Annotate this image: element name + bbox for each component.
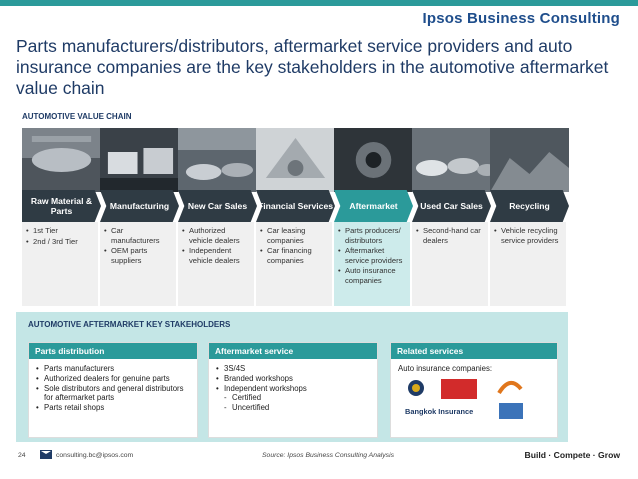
- page-title: Parts manufacturers/distributors, afterm…: [16, 36, 609, 98]
- top-accent-bar: [0, 0, 638, 6]
- panel-header: Aftermarket service: [209, 343, 377, 359]
- stage-details: Second-hand car dealers: [412, 222, 488, 306]
- stage-aftermarket: Aftermarket Parts producers/ distributor…: [334, 128, 413, 308]
- stage-item: Parts producers/ distributors: [338, 226, 406, 245]
- insurer-logo-swirl: [497, 379, 523, 397]
- insurer-logo-crest: [405, 379, 427, 397]
- stage-label: Used Car Sales: [412, 190, 491, 222]
- stage-label: Manufacturing: [100, 190, 179, 222]
- mail-icon: [40, 450, 52, 459]
- stage-item: Authorized vehicle dealers: [182, 226, 250, 245]
- stage-details: Car leasing companies Car financing comp…: [256, 222, 332, 306]
- stage-new-car-sales: New Car Sales Authorized vehicle dealers…: [178, 128, 257, 308]
- source-note: Source: Ipsos Business Consulting Analys…: [262, 452, 394, 459]
- stage-item: Car financing companies: [260, 246, 328, 265]
- stage-used-car-sales: Used Car Sales Second-hand car dealers: [412, 128, 491, 308]
- stage-item: Vehicle recycling service providers: [494, 226, 562, 245]
- stage-photo: [490, 128, 569, 192]
- panel-subitem: Certified: [216, 393, 370, 403]
- stage-label: Recycling: [490, 190, 569, 222]
- panel-related-services: Related services Auto insurance companie…: [390, 342, 558, 438]
- stage-photo: [256, 128, 335, 192]
- stage-label: Financial Services: [256, 190, 335, 222]
- panel-header: Related services: [391, 343, 557, 359]
- stage-details: Parts producers/ distributors Aftermarke…: [334, 222, 410, 306]
- stakeholders-title: AUTOMOTIVE AFTERMARKET KEY STAKEHOLDERS: [28, 320, 231, 329]
- insurer-logos: Bangkok Insurance: [405, 379, 545, 435]
- stage-label: Raw Material & Parts: [22, 190, 101, 222]
- stage-details: Vehicle recycling service providers: [490, 222, 566, 306]
- stage-details: 1st Tier 2nd / 3rd Tier: [22, 222, 98, 306]
- bangkok-insurance-logo: Bangkok Insurance: [405, 407, 485, 421]
- stage-photo: [178, 128, 257, 192]
- stage-item: Car manufacturers: [104, 226, 172, 245]
- panel-item: Authorized dealers for genuine parts: [36, 374, 190, 384]
- stage-item: Aftermarket service providers: [338, 246, 406, 265]
- stage-financial-services: Financial Services Car leasing companies…: [256, 128, 335, 308]
- value-chain: Raw Material & Parts 1st Tier 2nd / 3rd …: [22, 128, 626, 308]
- panel-item: Parts retail shops: [36, 403, 190, 413]
- panel-aftermarket-service: Aftermarket service 3S/4S Branded worksh…: [208, 342, 378, 438]
- stage-photo: [100, 128, 179, 192]
- stage-item: Second-hand car dealers: [416, 226, 484, 245]
- stage-label: Aftermarket: [334, 190, 413, 222]
- insurance-label: Auto insurance companies:: [398, 364, 493, 373]
- stage-item: 1st Tier: [26, 226, 94, 236]
- stage-item: Auto insurance companies: [338, 266, 406, 285]
- panel-item: Sole distributors and general distributo…: [36, 384, 190, 404]
- panel-subitem: Uncertified: [216, 403, 370, 413]
- panel-item: Parts manufacturers: [36, 364, 190, 374]
- stage-item: Car leasing companies: [260, 226, 328, 245]
- panel-header: Parts distribution: [29, 343, 197, 359]
- insurer-logo-red: [441, 379, 477, 399]
- stage-item: OEM parts suppliers: [104, 246, 172, 265]
- stage-details: Car manufacturers OEM parts suppliers: [100, 222, 176, 306]
- stakeholders-section: AUTOMOTIVE AFTERMARKET KEY STAKEHOLDERS …: [16, 312, 568, 442]
- panel-parts-distribution: Parts distribution Parts manufacturers A…: [28, 342, 198, 438]
- stage-item: Independent vehicle dealers: [182, 246, 250, 265]
- bangkok-insurance-logo-text: Bangkok Insurance: [405, 407, 474, 416]
- brand-logo-text: Ipsos Business Consulting: [422, 10, 620, 27]
- stage-item: 2nd / 3rd Tier: [26, 237, 94, 247]
- page-number: 24: [18, 452, 26, 459]
- footer: 24 consulting.bc@ipsos.com Source: Ipsos…: [0, 446, 638, 466]
- insurer-logo-blue: [499, 403, 523, 419]
- stage-recycling: Recycling Vehicle recycling service prov…: [490, 128, 569, 308]
- stage-photo: [22, 128, 101, 192]
- value-chain-label: AUTOMOTIVE VALUE CHAIN: [22, 112, 132, 121]
- panel-item: Independent workshops: [216, 384, 370, 394]
- stage-label: New Car Sales: [178, 190, 257, 222]
- panel-item: Branded workshops: [216, 374, 370, 384]
- stage-manufacturing: Manufacturing Car manufacturers OEM part…: [100, 128, 179, 308]
- tagline: Build · Compete · Grow: [524, 450, 620, 460]
- contact-email[interactable]: consulting.bc@ipsos.com: [56, 452, 134, 459]
- stage-raw-material: Raw Material & Parts 1st Tier 2nd / 3rd …: [22, 128, 101, 308]
- panel-item: 3S/4S: [216, 364, 370, 374]
- stage-details: Authorized vehicle dealers Independent v…: [178, 222, 254, 306]
- stage-photo: [334, 128, 413, 192]
- stage-photo: [412, 128, 491, 192]
